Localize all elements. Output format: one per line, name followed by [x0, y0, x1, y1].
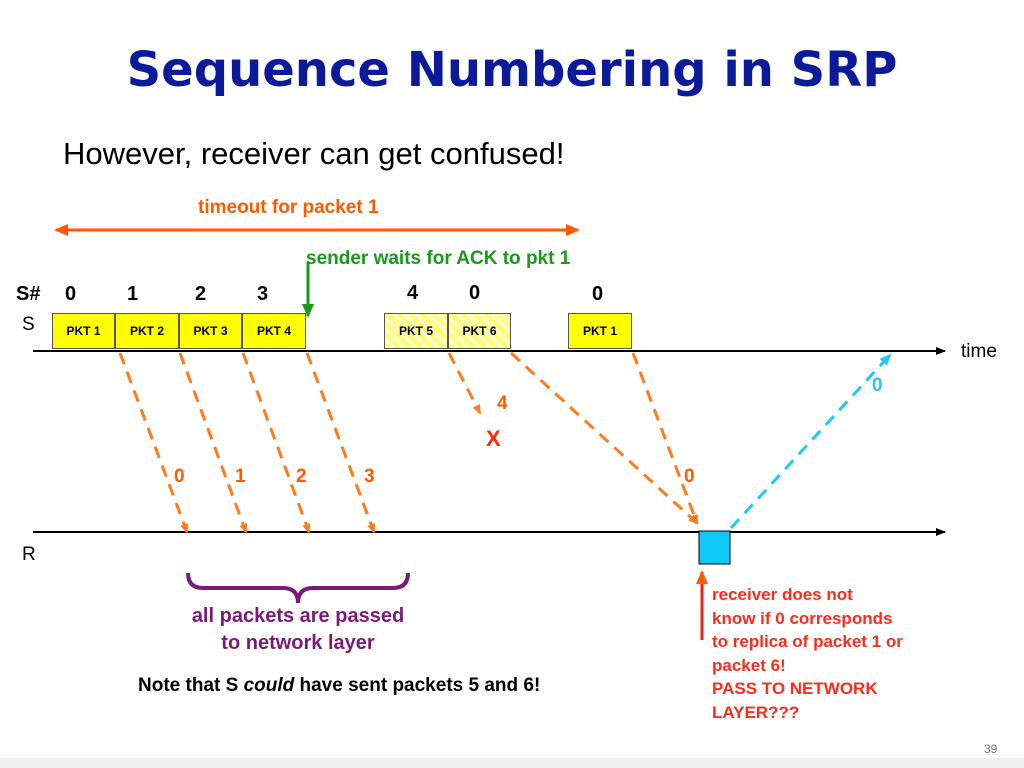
packet-2: PKT 2	[115, 313, 179, 349]
bracket-text-line-1: all packets are passed	[191, 605, 405, 627]
sender-seq-2: 2	[195, 283, 207, 305]
ack-arrow	[729, 353, 892, 530]
arrival-label-1: 1	[235, 466, 246, 487]
arrival-label-0: 0	[174, 466, 185, 487]
bracket-brace	[186, 572, 410, 604]
sender-seq-5: 0	[469, 282, 481, 304]
packet-1-retransmit: PKT 1	[568, 313, 632, 349]
note-suffix: have sent packets 5 and 6!	[294, 675, 541, 696]
receiver-box	[698, 530, 731, 565]
sender-seq-0: 0	[65, 283, 77, 305]
packet-arrow-0	[118, 352, 189, 534]
receiver-note-line-1: receiver does not	[712, 585, 853, 604]
sender-seq-6: 0	[592, 283, 604, 305]
sender-seq-3: 3	[257, 283, 269, 305]
bracket-text: all packets are passed to network layer	[170, 603, 426, 657]
receiver-label: R	[22, 544, 36, 565]
receiver-note-line-5: PASS TO NETWORK	[712, 679, 878, 698]
packet-1: PKT 1	[52, 313, 115, 349]
lost-seq-label: 4	[497, 393, 508, 414]
sender-seq-4: 4	[407, 282, 419, 304]
sender-seq-1: 1	[127, 283, 139, 305]
arrival-label-2: 2	[296, 466, 307, 487]
receiver-note: receiver does not know if 0 corresponds …	[712, 583, 903, 724]
slide-title: Sequence Numbering in SRP	[126, 42, 898, 98]
arrival-label-retx-0: 0	[684, 466, 695, 487]
receiver-note-line-6: LAYER???	[712, 702, 800, 722]
slide-subtitle: However, receiver can get confused!	[63, 136, 565, 171]
sender-waits-label: sender waits for ACK to pkt 1	[306, 248, 571, 269]
receiver-note-line-3: to replica of packet 1 or	[712, 632, 903, 651]
page-number: 39	[984, 742, 998, 756]
footer-bar	[0, 758, 1024, 768]
timeout-label: timeout for packet 1	[198, 197, 379, 218]
receiver-note-line-2: know if 0 corresponds	[712, 608, 893, 628]
packet-3: PKT 3	[179, 313, 242, 349]
lost-mark: X	[486, 426, 501, 451]
packet-arrow-2	[241, 352, 311, 534]
note-prefix: Note that S	[138, 675, 244, 696]
note: Note that S could have sent packets 5 an…	[138, 675, 540, 697]
packet-arrow-lost	[447, 352, 482, 415]
packet-arrow-pkt1-retx	[631, 352, 699, 525]
arrival-label-3: 3	[364, 466, 375, 487]
receiver-note-line-4: packet 6!	[712, 655, 786, 675]
sender-label: S	[22, 314, 35, 335]
bracket-text-line-2: to network layer	[221, 632, 375, 654]
note-emphasis: could	[243, 675, 295, 696]
time-label: time	[961, 341, 997, 362]
packet-4: PKT 4	[242, 313, 306, 349]
packet-arrow-1	[178, 352, 248, 534]
packet-arrow-pkt6	[509, 351, 699, 525]
packet-arrow-3	[305, 352, 376, 534]
sender-seq-prefix: S#	[16, 283, 41, 305]
packet-5: PKT 5	[384, 313, 448, 349]
ack-label: 0	[872, 375, 883, 396]
packet-6: PKT 6	[448, 313, 511, 349]
